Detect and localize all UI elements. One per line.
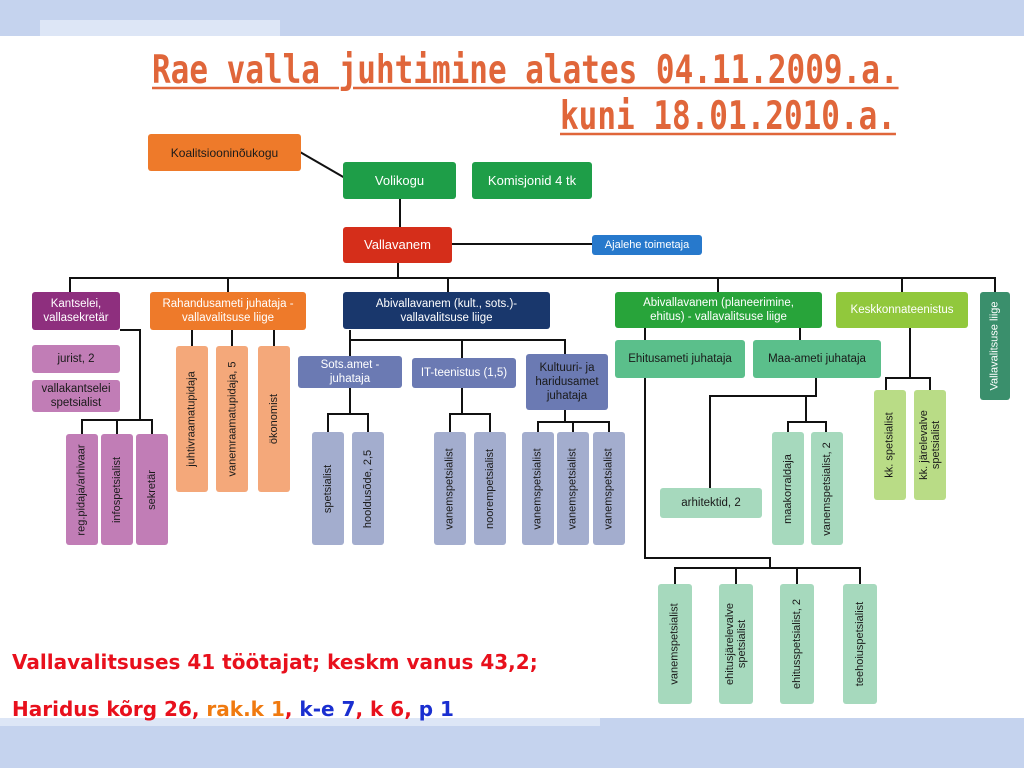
keskkonnateenistus-box: Keskkonnateenistus (836, 292, 968, 328)
vallavalitsuse-liige-box: Vallavalitsuse liige (980, 292, 1010, 400)
footer-segment: , (191, 697, 207, 721)
bottom-band (0, 718, 1024, 768)
ehitusjarelevalve-box: ehitusjärelevalve spetsialist (719, 584, 753, 704)
sots-amet-box: Sots.amet - juhataja (298, 356, 402, 388)
maakorraldaja-box: maakorraldaja (772, 432, 804, 545)
footer-line-2: Haridus kõrg 26, rak.k 1, k-e 7, k 6, p … (12, 697, 454, 721)
rahandusamet-box: Rahandusameti juhataja - vallavalitsuse … (150, 292, 306, 330)
okonomist-box: ökonomist (258, 346, 290, 492)
title-line-2: kuni 18.01.2010.a. (560, 94, 896, 139)
it-teenistus-box: IT-teenistus (1,5) (412, 358, 516, 388)
it-vanemspetsialist-box: vanemspetsialist (434, 432, 466, 545)
footer-segment: k 6 (370, 697, 405, 721)
maa-vanemspetsialist-box: vanemspetsialist, 2 (811, 432, 843, 545)
infospetsialist-box: infospetsialist (101, 434, 133, 545)
teehoiuspetsialist-box: teehoiuspetsialist (843, 584, 877, 704)
kultuur-vanemspetsialist-2-box: vanemspetsialist (557, 432, 589, 545)
komisjonid-box: Komisjonid 4 tk (472, 162, 592, 199)
hooldusode-box: hooldusõde, 2,5 (352, 432, 384, 545)
footer-segment: , (284, 697, 300, 721)
top-band (0, 0, 1024, 36)
maa-amet-box: Maa-ameti juhataja (753, 340, 881, 378)
abivallavanem-planeerimine-box: Abivallavanem (planeerimine, ehitus) - v… (615, 292, 822, 328)
footer-segment: Haridus kõrg 26 (12, 697, 192, 721)
ehitusamet-box: Ehitusameti juhataja (615, 340, 745, 378)
kantselei-box: Kantselei, vallasekretär (32, 292, 120, 330)
ehitusspetsialist-box: ehitusspetsialist, 2 (780, 584, 814, 704)
footer-segment: p 1 (418, 697, 454, 721)
vallavanem-box: Vallavanem (343, 227, 452, 263)
sots-spetsialist-box: spetsialist (312, 432, 344, 545)
title-line-1: Rae valla juhtimine alates 04.11.2009.a. (152, 48, 899, 93)
footer-line-1: Vallavalitsuses 41 töötajat; keskm vanus… (12, 650, 538, 674)
kk-jarelevalve-box: kk. järelevalve spetsialist (914, 390, 946, 500)
jurist-box: jurist, 2 (32, 345, 120, 373)
reg-pidaja-arhivaar-box: reg.pidaja/arhivaar (66, 434, 98, 545)
volikogu-box: Volikogu (343, 162, 456, 199)
koalitsiooninoukogu-box: Koalitsiooninõukogu (148, 134, 301, 171)
kultuuri-haridusamet-box: Kultuuri- ja haridusamet juhataja (526, 354, 608, 410)
sekretar-box: sekretär (136, 434, 168, 545)
kk-spetsialist-box: kk. spetsialist (874, 390, 906, 500)
footer-segment: k-e 7 (299, 697, 356, 721)
arhitektid-box: arhitektid, 2 (660, 488, 762, 518)
abivallavanem-kult-sots-box: Abivallavanem (kult., sots.)- vallavalit… (343, 292, 550, 329)
vanemraamatupidaja-box: vanemraamatupidaja, 5 (216, 346, 248, 492)
footer-segment: , (404, 697, 419, 721)
it-noorempetsialist-box: noorempetsialist (474, 432, 506, 545)
footer-segment: rak.k 1 (206, 697, 285, 721)
ajalehe-toimetaja-box: Ajalehe toimetaja (592, 235, 702, 255)
footer-segment: , (355, 697, 371, 721)
juhtivraamatupidaja-box: juhtivraamatupidaja (176, 346, 208, 492)
ehitus-vanemspetsialist-box: vanemspetsialist (658, 584, 692, 704)
kultuur-vanemspetsialist-3-box: vanemspetsialist (593, 432, 625, 545)
kultuur-vanemspetsialist-1-box: vanemspetsialist (522, 432, 554, 545)
vallakantselei-spetsialist-box: vallakantselei spetsialist (32, 380, 120, 412)
